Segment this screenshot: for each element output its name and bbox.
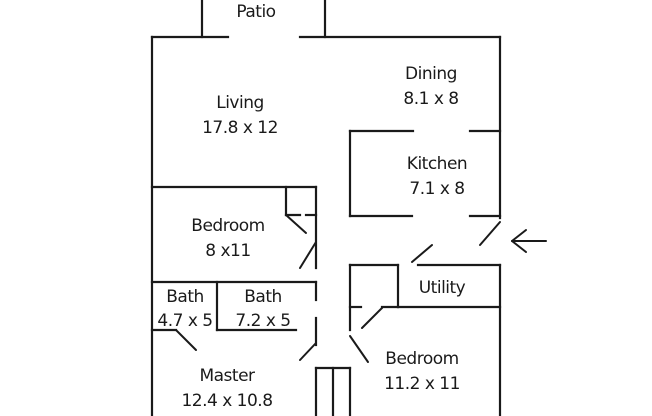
closet-walls xyxy=(314,366,352,416)
arrow-left-icon xyxy=(511,229,547,253)
master-label: Master xyxy=(199,366,255,386)
center-walls xyxy=(348,263,502,332)
dining-label: Dining xyxy=(405,64,457,84)
master-dims: 12.4 x 10.8 xyxy=(181,391,272,411)
bath1-dims: 4.7 x 5 xyxy=(157,311,212,331)
bedroom1-walls xyxy=(150,185,318,284)
living-dims: 17.8 x 12 xyxy=(202,118,278,138)
dining-dims: 8.1 x 8 xyxy=(403,89,458,109)
utility-label: Utility xyxy=(419,278,466,298)
bath-walls xyxy=(150,280,318,347)
kitchen-walls xyxy=(348,129,502,218)
patio-label: Patio xyxy=(236,2,275,22)
bath2-dims: 7.2 x 5 xyxy=(235,311,290,331)
bath2-label: Bath xyxy=(244,287,282,307)
bedroom1-dims: 8 x11 xyxy=(205,241,250,261)
exterior-walls xyxy=(150,35,502,416)
kitchen-label: Kitchen xyxy=(407,154,467,174)
bedroom1-label: Bedroom xyxy=(191,216,264,236)
bath1-label: Bath xyxy=(166,287,204,307)
living-label: Living xyxy=(216,93,264,113)
bedroom2-dims: 11.2 x 11 xyxy=(384,374,460,394)
bedroom2-label: Bedroom xyxy=(385,349,458,369)
kitchen-dims: 7.1 x 8 xyxy=(409,179,464,199)
doors xyxy=(175,214,501,363)
patio-walls xyxy=(200,0,327,39)
